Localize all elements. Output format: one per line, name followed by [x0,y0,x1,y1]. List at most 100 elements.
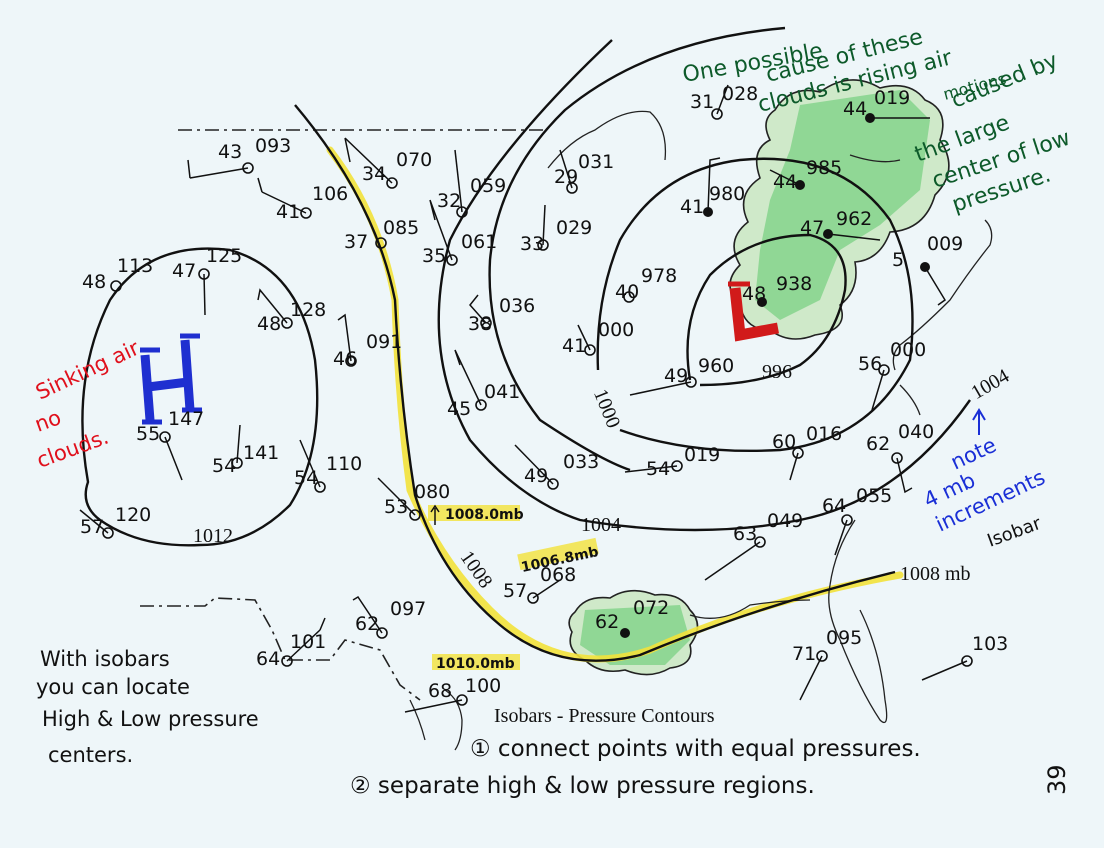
station-pressure: 019 [874,87,910,109]
station-pressure: 036 [499,295,535,317]
station-temp: 47 [172,260,196,282]
station-temp: 62 [355,613,379,635]
svg-text:High & Low pressure: High & Low pressure [42,707,259,731]
isobar-1012-ellipse [81,247,319,547]
station-pressure: 980 [709,183,745,205]
station-temp: 41 [562,335,586,357]
highlight-1008 [428,505,520,521]
station-pressure: 016 [806,423,842,445]
high-pressure-center [140,333,202,425]
station-temp: 49 [524,465,548,487]
step-2: ② separate high & low pressure regions. [350,773,815,799]
station-temp: 48 [257,313,281,335]
station-temp: 63 [733,523,757,545]
station-pressure: 125 [206,245,242,267]
svg-text:note: note [947,433,1000,475]
station-temp: 35 [422,245,446,267]
station-temp: 57 [80,516,104,538]
station-temp: 43 [218,141,242,163]
svg-text:you can locate: you can locate [36,675,190,699]
station-pressure: 029 [556,217,592,239]
station-pressure: 059 [470,175,506,197]
svg-text:centers.: centers. [48,743,133,767]
station-pressure: 113 [117,255,153,277]
station-pressure: 031 [578,151,614,173]
station-pressure: 000 [890,339,926,361]
station-pressure: 120 [115,504,151,526]
station-pressure: 095 [826,627,862,649]
station-pressure: 061 [461,231,497,253]
political-borders [140,129,545,701]
station-temp: 54 [294,467,318,489]
station-pressure: 055 [856,485,892,507]
station-temp: 49 [664,365,688,387]
station-pressure: 962 [836,208,872,230]
station-pressure: 141 [243,442,279,464]
station-temp: 53 [384,496,408,518]
station-pressure: 091 [366,331,402,353]
isobar-label-1004-east: 1004 [967,365,1013,404]
step-1: ① connect points with equal pressures. [470,736,921,762]
station-temp: 71 [792,643,816,665]
station-pressure: 110 [326,453,362,475]
station-pressure: 101 [290,631,326,653]
station-temp: 55 [136,423,160,445]
station-temp: 41 [680,196,704,218]
isobar-label-996: 996 [762,361,792,383]
isobar-label-1004: 1004 [581,514,621,536]
isobar-label-1012: 1012 [193,525,233,547]
cloud-region-northeast [729,79,950,340]
station-temp: 54 [646,458,670,480]
svg-text:Isobar: Isobar [985,513,1045,552]
station-pressure: 072 [633,597,669,619]
station-temp: 48 [82,271,106,293]
station-temp: 34 [362,163,386,185]
coastlines [409,110,993,751]
station-pressure: 128 [290,299,326,321]
isobars [81,26,971,662]
station-pressure: 147 [168,408,204,430]
station-pressure: 097 [390,598,426,620]
highlight-1010 [432,654,520,670]
station-temp: 33 [520,233,544,255]
station-pressure: 085 [383,217,419,239]
station-temp: 62 [866,433,890,455]
isobar-1004-inner [488,26,786,472]
station-pressure: 978 [641,265,677,287]
isobar-996 [686,233,847,387]
station-pressure: 106 [312,183,348,205]
isobar-1000 [596,157,914,453]
isobar-label-1008-mb: 1008 mb [900,563,971,585]
station-temp: 29 [554,166,578,188]
station-temp: 68 [428,680,452,702]
isobar-1008 [294,104,896,662]
interp-1010: 1010.0mb [436,656,515,672]
station-pressure: 000 [598,319,634,341]
note-increments: note 4 mb increments Isobar [920,408,1049,552]
map-title: Isobars - Pressure Contours [494,705,715,727]
highlight-1006 [517,537,599,571]
station-pressure: 019 [684,444,720,466]
station-temp: 47 [800,217,824,239]
page-number: 39 [1043,764,1071,795]
station-pressure: 080 [414,481,450,503]
note-locate: With isobars you can locate High & Low p… [36,647,259,767]
svg-text:Sinking air: Sinking air [32,336,143,405]
station-pressure: 103 [972,633,1008,655]
station-pressure: 100 [465,675,501,697]
station-temp: 54 [212,455,236,477]
station-pressure: 985 [806,157,842,179]
station-temp: 46 [333,348,357,370]
isobar-label-1000: 1000 [589,386,624,431]
station-temp: 57 [503,580,527,602]
interp-1008: 1008.0mb [445,507,524,523]
cloud-region-gulf [568,589,699,676]
station-temp: 5 [892,249,904,271]
station-temp: 56 [858,353,882,375]
station-temp: 37 [344,231,368,253]
isobar-1004-outer [437,39,971,532]
station-temp: 40 [615,281,639,303]
svg-text:With isobars: With isobars [40,647,170,671]
